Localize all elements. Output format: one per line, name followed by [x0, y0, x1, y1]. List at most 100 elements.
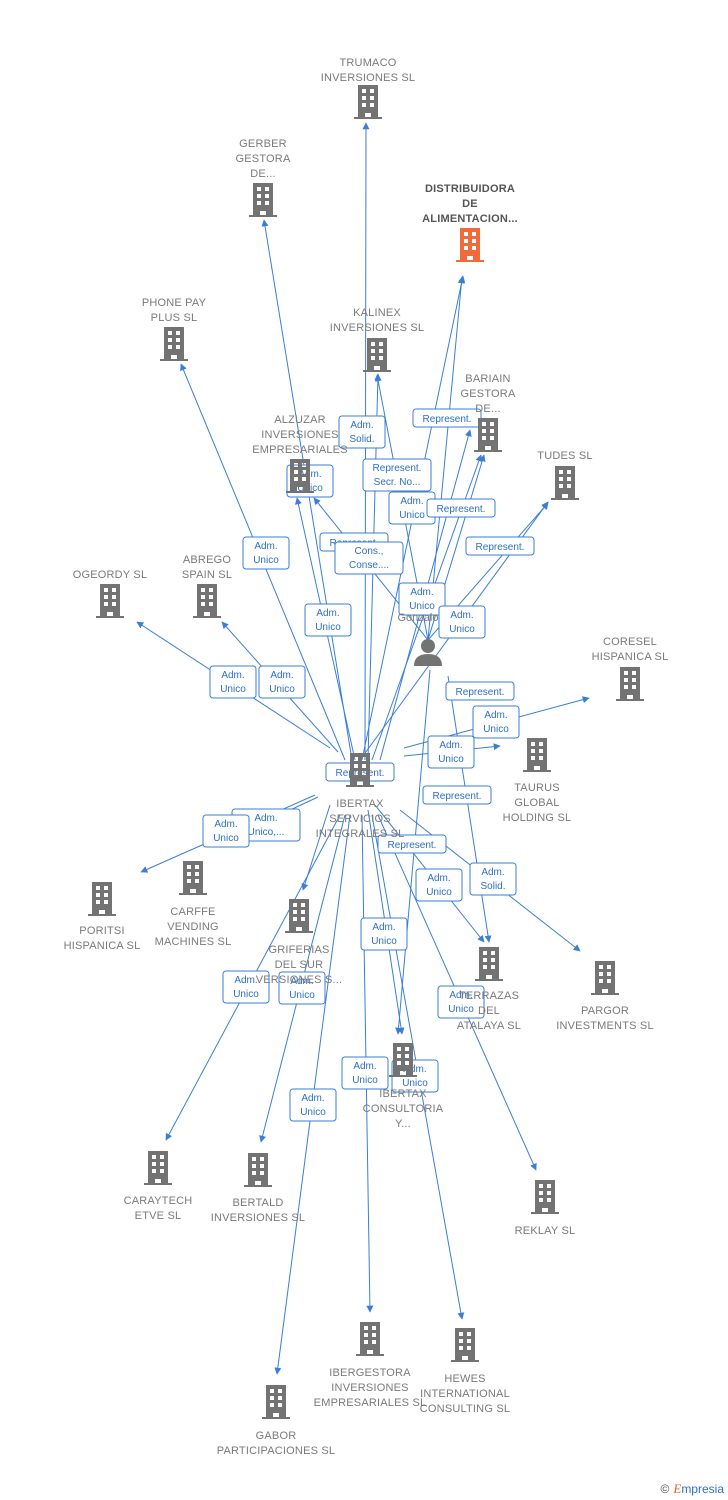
company-label[interactable]: TRUMACO: [339, 57, 396, 69]
company-label[interactable]: IBERTAX: [379, 1088, 427, 1100]
company-label[interactable]: DE...: [475, 403, 500, 415]
company-label[interactable]: ATALAYA SL: [457, 1020, 521, 1032]
company-node-reklay[interactable]: REKLAY SL: [515, 1180, 576, 1237]
company-label[interactable]: EMPRESARIALES SL: [314, 1397, 427, 1409]
relationship-tag[interactable]: Adm.Unico: [278, 971, 326, 1005]
company-label[interactable]: ABREGO: [183, 554, 232, 566]
person-icon[interactable]: [421, 639, 435, 653]
building-icon[interactable]: [262, 1385, 290, 1419]
relationship-tag[interactable]: Adm.Unico: [438, 605, 486, 639]
relationship-tag[interactable]: Adm.Unico: [427, 735, 475, 769]
company-label[interactable]: CARAYTECH: [124, 1195, 193, 1207]
company-node-consultoria[interactable]: IBERTAX CONSULTORIA Y...: [363, 1043, 444, 1130]
building-icon[interactable]: [346, 753, 374, 787]
building-icon[interactable]: [474, 418, 502, 452]
company-label[interactable]: HISPANICA SL: [592, 651, 669, 663]
company-label[interactable]: KALINEX: [353, 307, 401, 319]
building-icon[interactable]: [531, 1180, 559, 1214]
relationship-tag[interactable]: Adm.Unico: [360, 917, 408, 951]
company-label[interactable]: IBERGESTORA: [329, 1367, 411, 1379]
company-label[interactable]: DEL: [478, 1005, 500, 1017]
company-label[interactable]: MACHINES SL: [155, 936, 232, 948]
relationship-tag[interactable]: Represent.Secr. No...: [362, 458, 432, 492]
company-label[interactable]: TAURUS: [514, 782, 560, 794]
building-icon[interactable]: [96, 584, 124, 618]
company-node-gerber[interactable]: GERBERGESTORADE...: [236, 138, 291, 217]
company-label[interactable]: DE: [462, 198, 478, 210]
company-label[interactable]: BARIAIN: [465, 373, 510, 385]
relationship-tag[interactable]: Adm.Unico: [472, 705, 520, 739]
building-icon[interactable]: [456, 228, 484, 262]
building-icon[interactable]: [160, 327, 188, 361]
building-icon[interactable]: [551, 466, 579, 500]
company-label[interactable]: GESTORA: [236, 153, 291, 165]
company-label[interactable]: INTERNATIONAL: [420, 1388, 510, 1400]
company-label[interactable]: GERBER: [239, 138, 287, 150]
building-icon[interactable]: [285, 899, 313, 933]
person-node[interactable]: Gonzalo: [398, 612, 442, 666]
company-label[interactable]: ALIMENTACION...: [422, 213, 518, 225]
company-label[interactable]: GESTORA: [461, 388, 516, 400]
company-label[interactable]: PARTICIPACIONES SL: [217, 1445, 336, 1457]
company-label[interactable]: TUDES SL: [537, 450, 592, 462]
company-label[interactable]: INVERSIONES: [331, 1382, 408, 1394]
company-label[interactable]: EMPRESARIALES: [252, 444, 348, 456]
relationship-tag[interactable]: Cons.,Conse....: [334, 541, 404, 575]
relationship-tag[interactable]: Represent.: [377, 834, 447, 854]
company-label[interactable]: CONSULTORIA: [363, 1103, 444, 1115]
company-label[interactable]: INVERSIONES SL: [330, 322, 425, 334]
relationship-tag[interactable]: Adm.Unico: [242, 536, 290, 570]
building-icon[interactable]: [363, 338, 391, 372]
brand-name[interactable]: mpresia: [681, 1482, 724, 1496]
company-label[interactable]: CARFFE: [170, 906, 215, 918]
relationship-tag[interactable]: Adm.Unico: [437, 985, 485, 1019]
company-node-tudes[interactable]: TUDES SL: [537, 450, 593, 500]
relationship-tag[interactable]: Represent.: [426, 498, 496, 518]
company-label[interactable]: GABOR: [256, 1430, 297, 1442]
company-label[interactable]: Y...: [395, 1118, 411, 1130]
company-node-carffe[interactable]: CARFFE VENDING MACHINES SL: [155, 861, 232, 948]
company-label[interactable]: ETVE SL: [135, 1210, 182, 1222]
company-label[interactable]: HEWES: [444, 1373, 485, 1385]
company-label[interactable]: DEL SUR: [275, 959, 324, 971]
building-icon[interactable]: [244, 1153, 272, 1187]
building-icon[interactable]: [144, 1151, 172, 1185]
person-label[interactable]: Gonzalo: [398, 612, 439, 624]
company-label[interactable]: PORITSI: [79, 925, 124, 937]
company-label[interactable]: INTEGRALES SL: [316, 828, 405, 840]
relationship-tag[interactable]: Adm.Unico: [258, 665, 306, 699]
relationship-tag[interactable]: Adm.Unico: [341, 1056, 389, 1090]
company-label[interactable]: INVERSIONES SL: [321, 72, 416, 84]
company-node-distribuidora[interactable]: DISTRIBUIDORADEALIMENTACION...: [422, 183, 518, 262]
company-node-trumaco[interactable]: TRUMACO INVERSIONES SL: [321, 57, 416, 119]
company-node-caraytech[interactable]: CARAYTECH ETVE SL: [124, 1151, 193, 1222]
company-label[interactable]: REKLAY SL: [515, 1225, 576, 1237]
relationship-tag[interactable]: Adm.Unico: [222, 970, 270, 1004]
company-node-bariain[interactable]: BARIAIN GESTORA DE...: [461, 373, 516, 452]
building-icon[interactable]: [249, 183, 277, 217]
relationship-tag[interactable]: Adm.Unico: [209, 665, 257, 699]
company-label[interactable]: HISPANICA SL: [64, 940, 141, 952]
relationship-tag[interactable]: Represent.: [465, 536, 535, 556]
company-node-coresel[interactable]: CORESEL HISPANICA SL: [592, 636, 669, 701]
company-label[interactable]: CORESEL: [603, 636, 657, 648]
company-node-kalinex[interactable]: KALINEX INVERSIONES SL: [330, 307, 425, 372]
company-label[interactable]: PARGOR: [581, 1005, 629, 1017]
relationship-tag[interactable]: Adm.Solid.: [338, 415, 386, 449]
company-label[interactable]: VENDING: [167, 921, 219, 933]
relationship-tag[interactable]: Adm.Unico: [415, 868, 463, 902]
relationship-tag[interactable]: Represent.: [412, 408, 482, 428]
company-label[interactable]: HOLDING SL: [503, 812, 572, 824]
relationship-tag[interactable]: Adm.Solid.: [469, 862, 517, 896]
company-node-gabor[interactable]: GABOR PARTICIPACIONES SL: [217, 1385, 336, 1457]
company-label[interactable]: SPAIN SL: [182, 569, 232, 581]
company-label[interactable]: CONSULTING SL: [420, 1403, 510, 1415]
company-label[interactable]: IBERTAX: [336, 798, 384, 810]
company-node-hewes[interactable]: HEWES INTERNATIONAL CONSULTING SL: [420, 1328, 510, 1415]
